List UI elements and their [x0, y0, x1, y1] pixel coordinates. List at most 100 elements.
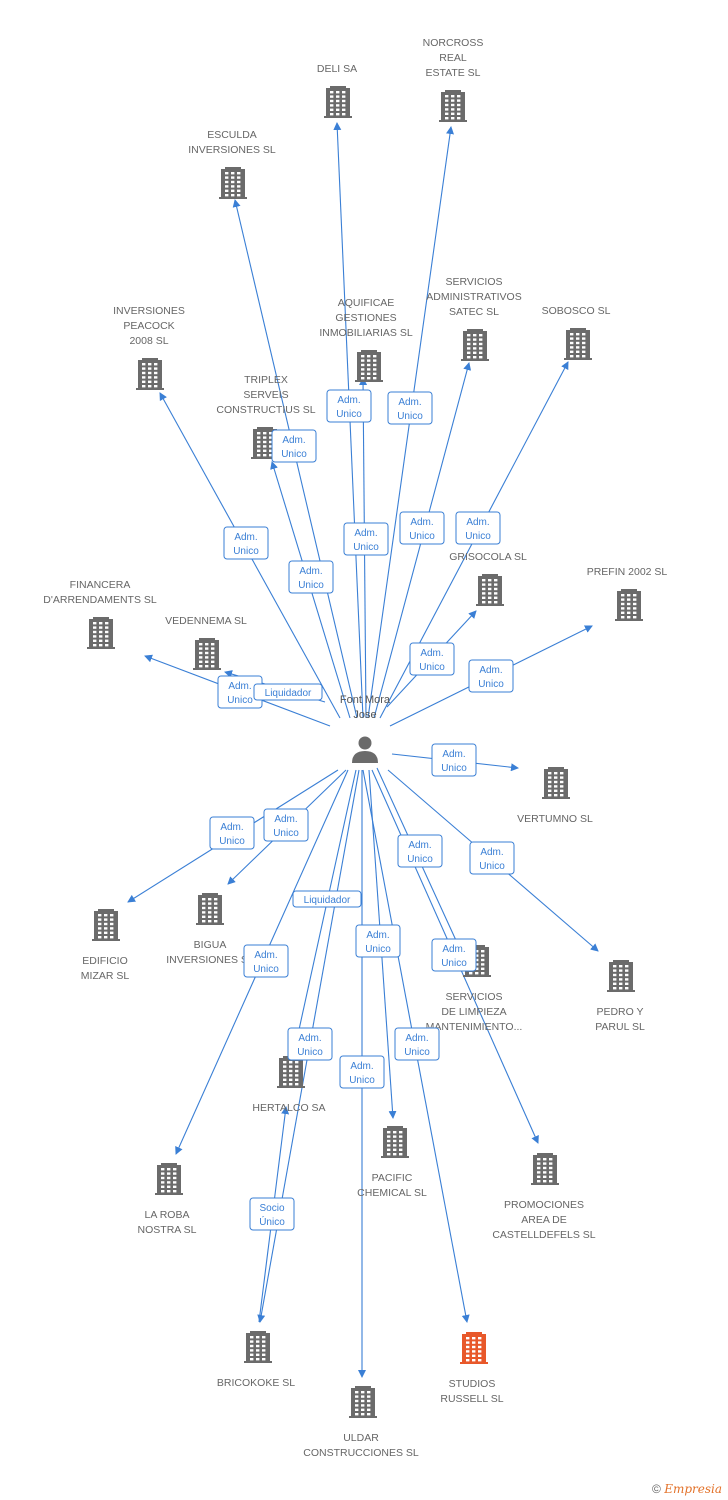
company-node-norcross[interactable] — [439, 90, 467, 122]
company-node-grisocola[interactable] — [476, 574, 504, 606]
role-badge[interactable]: Adm.Unico — [409, 642, 455, 676]
role-badge[interactable]: Adm. Unico — [271, 429, 317, 463]
company-node-peacock[interactable] — [136, 358, 164, 390]
role-badge[interactable]: Adm.Unico — [223, 526, 269, 560]
company-node-sobosco[interactable] — [564, 328, 592, 360]
role-badge-text: Unico — [219, 836, 245, 847]
node-label-line: CONSTRUCTIUS SL — [216, 404, 315, 416]
role-badge-text: Adm. — [410, 517, 433, 528]
company-node-deli[interactable] — [324, 86, 352, 118]
node-label-line: PACIFIC — [372, 1172, 413, 1184]
role-badge[interactable]: Adm.Unico — [387, 391, 433, 425]
role-badge-box — [292, 890, 362, 908]
node-label-line: GRISOCOLA SL — [449, 551, 527, 563]
company-node-uldar[interactable] — [349, 1386, 377, 1418]
node-label-line: CONSTRUCCIONES SL — [303, 1447, 419, 1459]
role-badge[interactable]: Liquidador — [292, 890, 362, 908]
company-node-servicios_adm[interactable] — [461, 329, 489, 361]
company-node-pacific[interactable] — [381, 1126, 409, 1158]
brand-logo[interactable]: Empresia — [664, 1482, 722, 1496]
role-badge[interactable]: Adm.Unico — [399, 511, 445, 545]
role-badge-box — [253, 683, 323, 701]
role-badge-text: Socio — [259, 1203, 284, 1214]
edge-center-to-hertalco — [290, 769, 357, 1058]
role-badge-text: Adm. — [405, 1033, 428, 1044]
role-badge[interactable]: Adm.Unico — [287, 1027, 333, 1061]
node-label-line: GESTIONES — [335, 312, 396, 324]
role-badge-text: Unico — [273, 828, 299, 839]
role-badge-text: Liquidador — [265, 688, 312, 699]
building-icon — [461, 329, 489, 361]
building-icon — [277, 1056, 305, 1088]
building-icon — [607, 960, 635, 992]
role-badge-text: Unico — [336, 409, 362, 420]
node-label-line: ESTATE SL — [425, 67, 480, 79]
node-label-line: D'ARRENDAMENTS SL — [43, 594, 157, 606]
role-badge-box — [409, 642, 455, 676]
role-badge-text: Adm. — [282, 435, 305, 446]
node-label-line: MIZAR SL — [81, 970, 130, 982]
company-node-esculda[interactable] — [219, 167, 247, 199]
company-node-laroba[interactable] — [155, 1163, 183, 1195]
role-badge[interactable]: Adm.Unico — [288, 560, 334, 594]
role-badge[interactable]: Adm.Unico — [469, 841, 515, 875]
role-badge[interactable]: Adm. Unico — [397, 834, 443, 868]
role-badge-text: Unico — [465, 531, 491, 542]
node-label-line: Font Mora — [340, 694, 391, 706]
node-label-line: INVERSIONES — [113, 305, 185, 317]
role-badge-text: Unico — [227, 695, 253, 706]
company-node-studios[interactable] — [460, 1332, 488, 1364]
building-icon — [136, 358, 164, 390]
company-node-prefin[interactable] — [615, 589, 643, 621]
role-badge-box — [397, 834, 443, 868]
role-badge-text: Unico — [407, 854, 433, 865]
company-node-bigua[interactable] — [196, 893, 224, 925]
node-label-line: SOBOSCO SL — [542, 305, 611, 317]
company-node-hertalco[interactable] — [277, 1056, 305, 1088]
role-badge-text: Unico — [404, 1047, 430, 1058]
role-badge[interactable]: Adm.Unico — [209, 816, 255, 850]
role-badge[interactable]: Adm.Unico — [263, 808, 309, 842]
node-label-line: Jose — [353, 709, 376, 721]
role-badge[interactable]: Adm. Unico — [394, 1027, 440, 1061]
company-node-aquificae[interactable] — [355, 350, 383, 382]
role-badge[interactable]: Adm.Unico — [468, 659, 514, 693]
company-node-vedennema[interactable] — [193, 638, 221, 670]
node-label-line: REAL — [439, 52, 467, 64]
role-badge[interactable]: Liquidador — [253, 683, 323, 701]
role-badge-text: Unico — [479, 861, 505, 872]
node-label-line: EDIFICIO — [82, 955, 128, 967]
node-label-line: TRIPLEX — [244, 374, 288, 386]
role-badge-text: Adm. — [408, 840, 431, 851]
company-node-pedro[interactable] — [607, 960, 635, 992]
company-node-edificio[interactable] — [92, 909, 120, 941]
role-badge[interactable]: Adm.Unico — [431, 743, 477, 777]
node-label-line: PEDRO Y — [596, 1006, 643, 1018]
role-badge[interactable]: Adm.Unico — [455, 511, 501, 545]
company-node-vertumno[interactable] — [542, 767, 570, 799]
role-badge[interactable]: Adm.Unico — [431, 938, 477, 972]
role-badge-text: Adm. — [234, 532, 257, 543]
company-node-promociones[interactable] — [531, 1153, 559, 1185]
node-label-line: BRICOKOKE SL — [217, 1377, 295, 1389]
company-node-bricokoke[interactable] — [244, 1331, 272, 1363]
role-badge[interactable]: Adm.Unico — [355, 924, 401, 958]
role-badge-box — [468, 659, 514, 693]
building-icon — [381, 1126, 409, 1158]
building-icon — [92, 909, 120, 941]
role-badge[interactable]: Adm.Unico — [343, 522, 389, 556]
building-icon — [155, 1163, 183, 1195]
role-badge[interactable]: Adm.Unico — [339, 1055, 385, 1089]
role-badge-box — [288, 560, 334, 594]
role-badge[interactable]: Adm. Unico — [326, 389, 372, 423]
role-badge-text: Unico — [365, 944, 391, 955]
role-badge-text: Adm. — [337, 395, 360, 406]
role-badge-text: Unico — [281, 449, 307, 460]
role-badge[interactable]: Adm.Unico — [243, 944, 289, 978]
person-node[interactable] — [352, 736, 378, 764]
company-node-financera[interactable] — [87, 617, 115, 649]
copyright-symbol: © — [652, 1482, 661, 1496]
node-label-line: 2008 SL — [129, 335, 168, 347]
role-badge-box — [431, 938, 477, 972]
